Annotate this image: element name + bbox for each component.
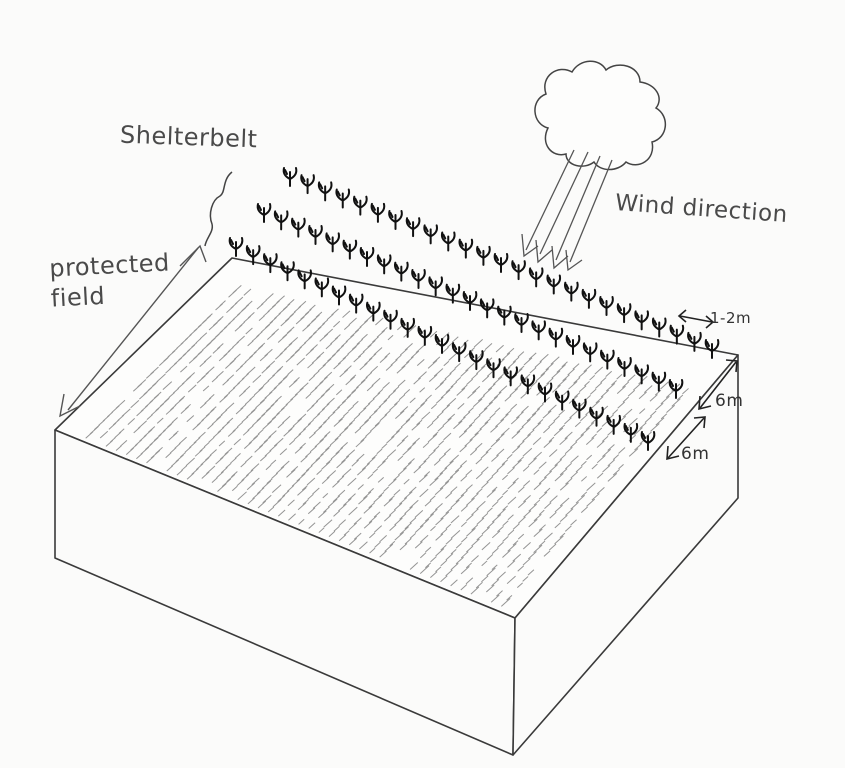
tree-icon [325,232,340,253]
tree-icon [411,269,426,289]
tree-icon [428,276,443,297]
tree-icon [263,253,278,274]
tree-icon [297,269,312,290]
field-box [54,257,739,756]
tree-icon [479,298,495,319]
tree-icon [606,414,621,435]
tree-icon [511,260,526,281]
wind-arrows [521,149,613,272]
tree-icon [400,317,415,338]
tree-icon [335,188,351,209]
tree-icon [640,431,656,451]
tree-icon [546,274,562,295]
tree-icon [582,342,598,363]
tree-icon [564,281,579,302]
tree-icon [245,245,261,266]
tree-icon [476,245,491,266]
tree-icon [572,398,587,419]
tree-icon [616,303,632,324]
tree-icon [359,247,375,267]
tree-icon [388,210,403,230]
tree-icon [520,374,536,395]
tree-icon [704,339,720,359]
tree-icon [651,371,667,392]
tree-icon [256,203,272,223]
tree-icon [537,382,553,403]
tree-icon [493,253,509,273]
tree-icon [548,327,564,348]
crop-hatching [85,284,689,607]
row-spacing-label-2: 6m [681,444,710,464]
tree-icon [314,277,330,298]
tree-icon [291,217,306,238]
tree-icon [514,313,529,333]
protected-field-arrow [59,244,207,418]
tree-icon [331,285,347,306]
tree-icon [469,350,484,371]
protected-field-label: protected field [48,248,171,313]
tree-icon [503,366,518,387]
shelterbelt-label: Shelterbelt [119,120,258,154]
tree-icon [317,181,333,202]
tree-icon [228,237,244,257]
tree-icon [440,231,456,252]
tree-icon [282,167,298,187]
tree-icon [300,174,315,195]
field-right-face [512,354,739,756]
tree-icon [531,320,546,341]
tree-icon [348,293,364,314]
tree-icon [280,261,295,282]
tree-icon [565,335,581,355]
tree-icon [353,195,368,216]
tree-icon [554,390,570,411]
tree-icon [458,238,474,259]
tree-icon [417,325,433,346]
tree-icon [497,305,512,326]
tree-icon [669,324,685,345]
tree-icon [366,301,381,322]
tree-icon [370,202,386,223]
tree-icon [405,217,421,238]
tree-icon [445,283,461,304]
row-spacing-label-1: 6m [715,391,744,411]
dimension-arrows [666,309,738,461]
tree-icon [617,357,632,377]
tree-icon [486,358,501,379]
tree-icon [342,239,358,260]
tree-icon [599,296,614,316]
tree-icon [451,342,467,363]
tree-icon [423,224,438,245]
tree-icon [623,422,639,443]
tree-icon [376,254,392,275]
tree-spacing-label: 1-2m [710,309,752,327]
tree-rows [228,167,720,451]
cloud-icon [534,60,666,171]
tree-icon [687,331,702,352]
tree-icon [394,261,409,282]
tree-icon [589,406,604,427]
tree-icon [308,225,323,245]
tree-icon [383,309,398,330]
tree-icon [668,379,684,399]
tree-icon [273,210,289,231]
tree-icon [528,267,544,288]
tree-icon [634,310,649,331]
tree-icon [634,364,649,385]
tree-icon [600,349,615,370]
tree-icon [434,334,450,354]
tree-icon [462,291,478,311]
tree-icon [581,288,597,309]
shelterbelt-brace [204,171,233,247]
tree-icon [651,317,667,338]
